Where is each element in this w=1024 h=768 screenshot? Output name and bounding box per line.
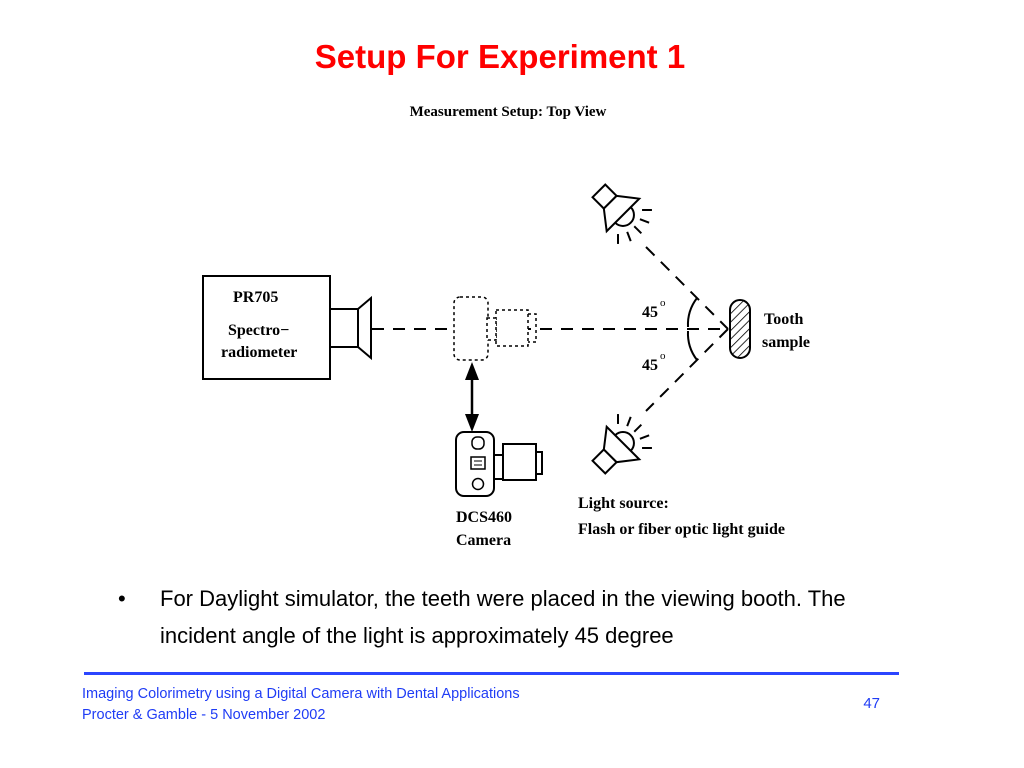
footer-line1: Imaging Colorimetry using a Digital Came… xyxy=(82,686,520,702)
angle-top-value: 45 xyxy=(642,304,658,321)
camera-label: Camera xyxy=(456,532,511,549)
camera-alternate-position xyxy=(453,296,537,361)
light-beam-top xyxy=(645,246,729,330)
bullet-marker: • xyxy=(118,586,126,611)
bullet-text: For Daylight simulator, the teeth were p… xyxy=(160,586,846,648)
pr705-label: PR705 xyxy=(233,289,278,306)
spectro-label-line2: radiometer xyxy=(221,344,297,361)
angle-bottom-unit: o xyxy=(660,350,666,362)
spectroradiometer: PR705 Spectro− radiometer xyxy=(202,275,372,380)
light-source-bottom xyxy=(591,414,652,475)
tooth-label-line1: Tooth xyxy=(764,311,804,328)
footer-divider xyxy=(84,672,899,675)
angle-bottom-value: 45 xyxy=(642,357,658,374)
slide-title: Setup For Experiment 1 xyxy=(314,38,686,75)
tooth-label-line2: sample xyxy=(762,334,810,351)
position-switch-arrow xyxy=(465,362,479,432)
footer-line2: Procter & Gamble - 5 November 2002 xyxy=(82,707,326,723)
light-source-description: Flash or fiber optic light guide xyxy=(578,521,785,538)
angle-arc-top xyxy=(686,297,698,328)
tooth-sample: Tooth sample xyxy=(729,299,810,359)
footer-text: Imaging Colorimetry using a Digital Came… xyxy=(82,684,520,726)
spectro-label-line1: Spectro− xyxy=(228,322,289,339)
light-beam-bottom xyxy=(645,328,729,412)
angle-arc-bottom xyxy=(686,330,698,361)
diagram-title: Measurement Setup: Top View xyxy=(410,104,607,120)
dcs460-camera: DCS460 Camera xyxy=(455,431,543,549)
light-source-label: Light source: xyxy=(578,495,669,512)
page-number: 47 xyxy=(863,695,880,712)
camera-model-label: DCS460 xyxy=(456,509,512,526)
light-source-top xyxy=(591,183,652,244)
angle-top-unit: o xyxy=(660,297,666,309)
